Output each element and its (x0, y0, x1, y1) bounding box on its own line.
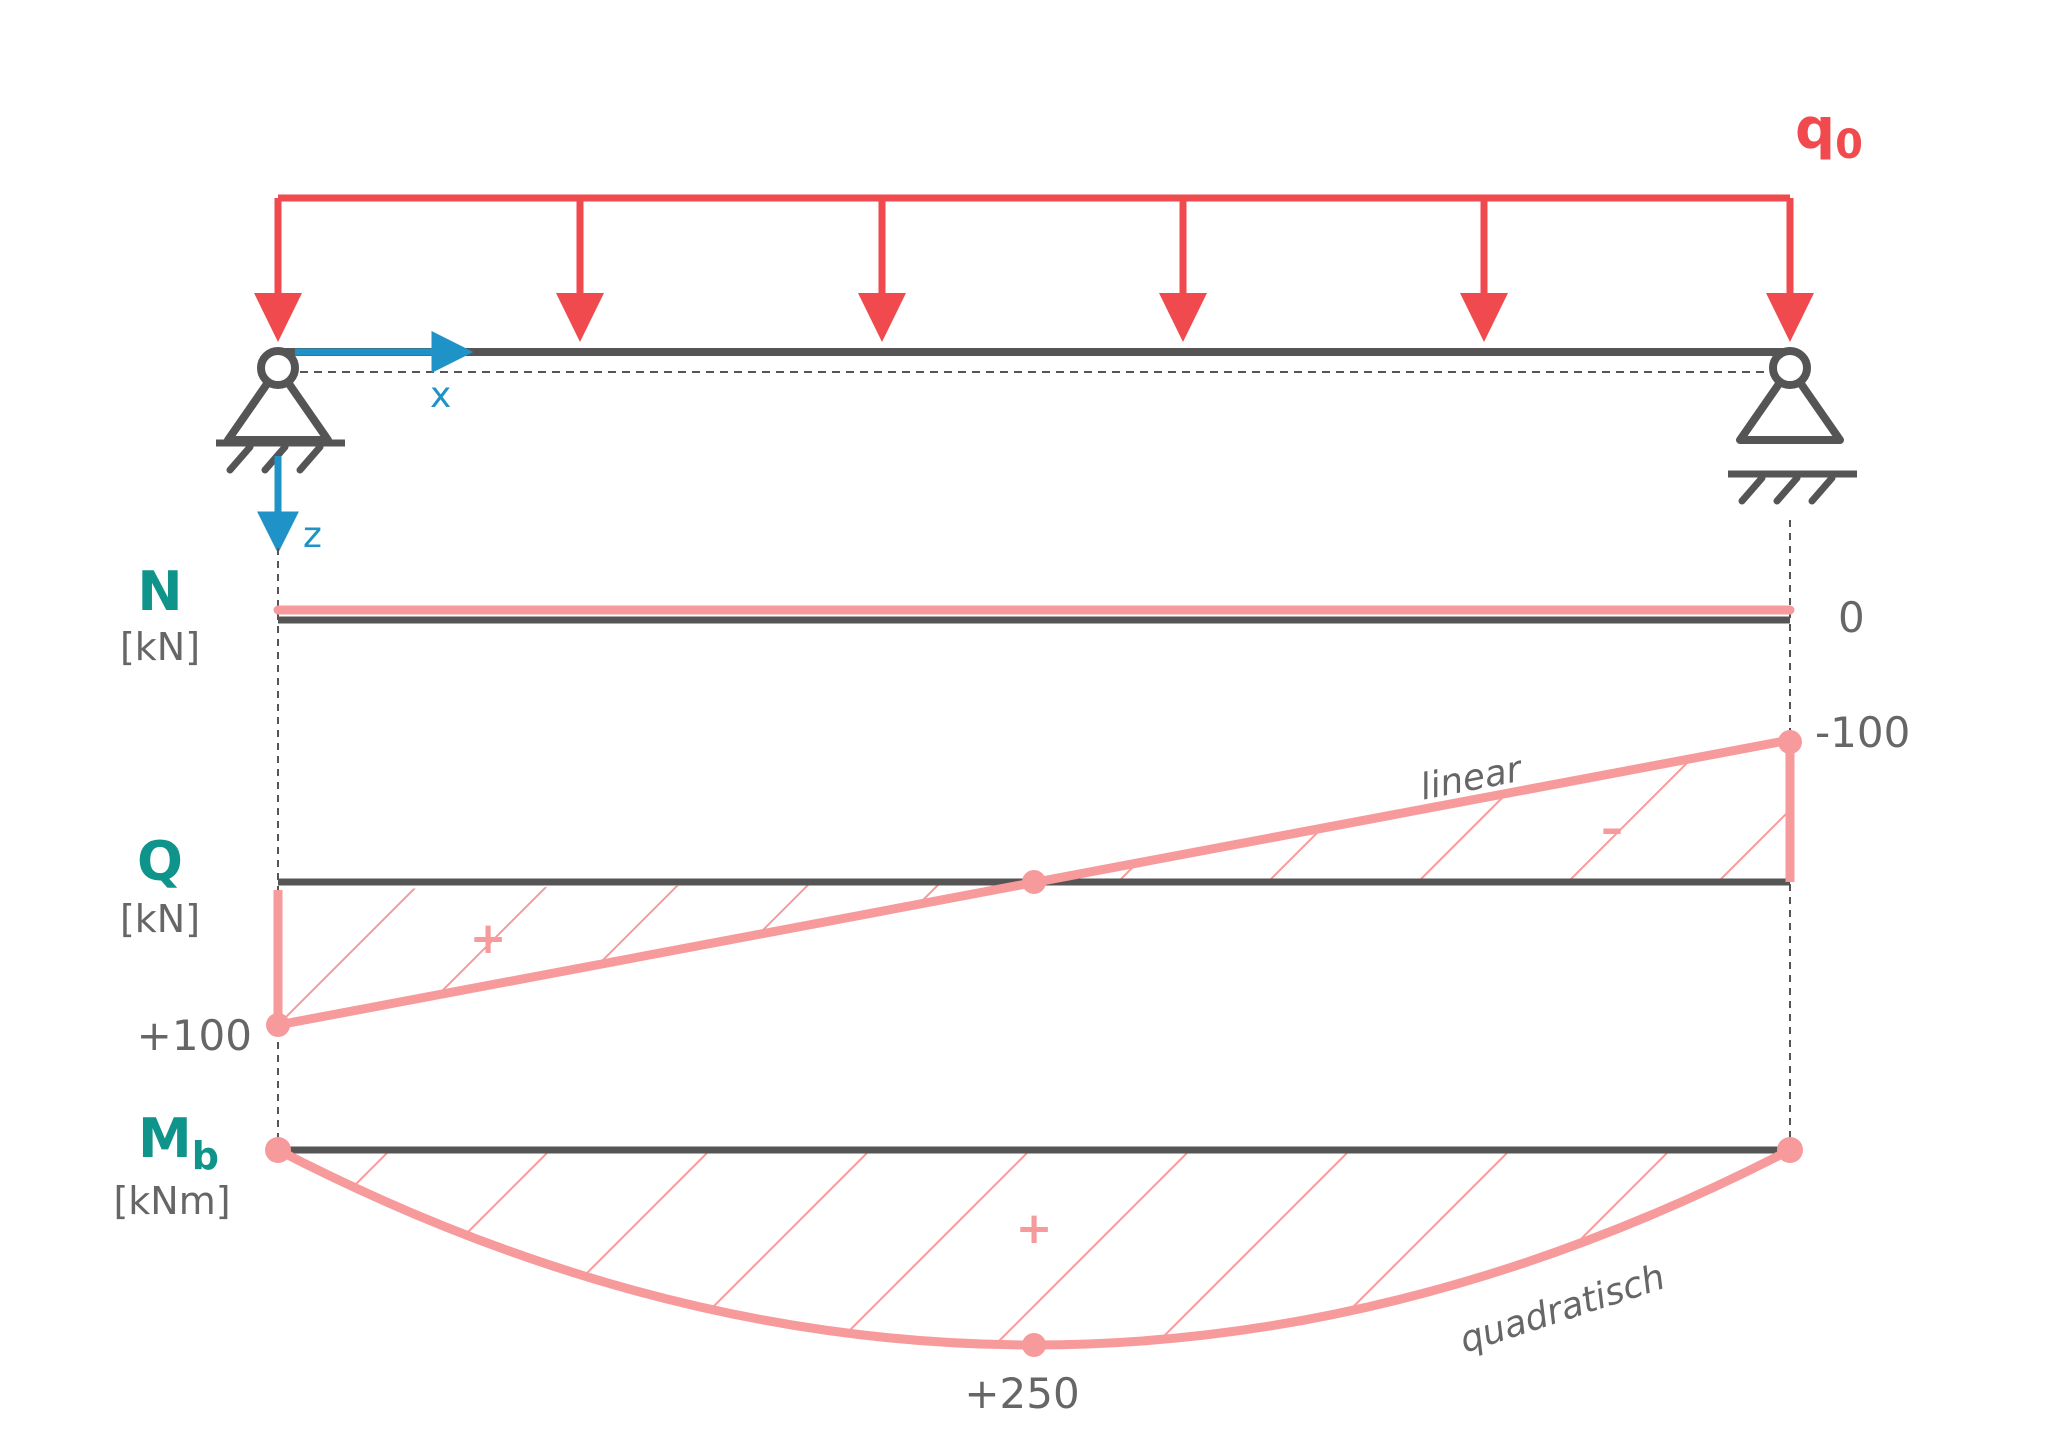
right-hinge (1769, 347, 1811, 389)
load-label: q0 (1795, 97, 1863, 168)
bending-moment-diagram: Mb [kNm] +250 quadratisch + (113, 1107, 1803, 1418)
beam (278, 348, 1790, 373)
load-label-subscript: 0 (1835, 122, 1863, 168)
q-unit: [kN] (120, 897, 200, 941)
z-axis-label: z (303, 515, 322, 556)
m-label-main: M (138, 1107, 192, 1170)
q-point-zero (1022, 870, 1046, 894)
load-arrow (1460, 198, 1508, 342)
m-point-right (1777, 1137, 1803, 1163)
right-support-triangle (1736, 364, 1844, 444)
distributed-load: q0 (254, 97, 1863, 342)
left-hinge (257, 347, 299, 389)
q-sign-positive: + (470, 913, 507, 964)
load-arrow (556, 198, 604, 342)
x-axis-label: x (430, 375, 451, 416)
left-support (216, 347, 345, 474)
load-arrow (858, 198, 906, 342)
normal-force-diagram: N [kN] 0 (120, 560, 1865, 669)
n-label: N (137, 560, 182, 623)
shear-force-diagram: Q [kN] +100 -100 linear + – (120, 708, 1910, 1060)
q-point-left (266, 1013, 290, 1037)
load-arrow (1766, 198, 1814, 342)
m-label: Mb (138, 1107, 219, 1178)
m-unit: [kNm] (113, 1179, 230, 1223)
n-value: 0 (1838, 593, 1865, 642)
right-support (1728, 347, 1857, 505)
m-max-value: +250 (964, 1369, 1079, 1418)
q-label: Q (137, 830, 183, 893)
load-label-main: q (1795, 97, 1835, 162)
q-left-value: +100 (137, 1011, 252, 1060)
q-right-value: -100 (1815, 708, 1910, 757)
m-label-subscript: b (192, 1134, 219, 1178)
m-sign: + (1016, 1203, 1053, 1254)
m-point-max (1022, 1333, 1046, 1357)
load-arrows (254, 198, 1814, 342)
q-point-right (1778, 730, 1802, 754)
q-sign-negative: – (1601, 803, 1623, 854)
right-support-hatch (1738, 474, 1836, 505)
n-unit: [kN] (120, 625, 200, 669)
load-arrow (1159, 198, 1207, 342)
m-point-left (265, 1137, 291, 1163)
load-arrow (254, 198, 302, 342)
coordinate-system: x z (257, 331, 474, 556)
